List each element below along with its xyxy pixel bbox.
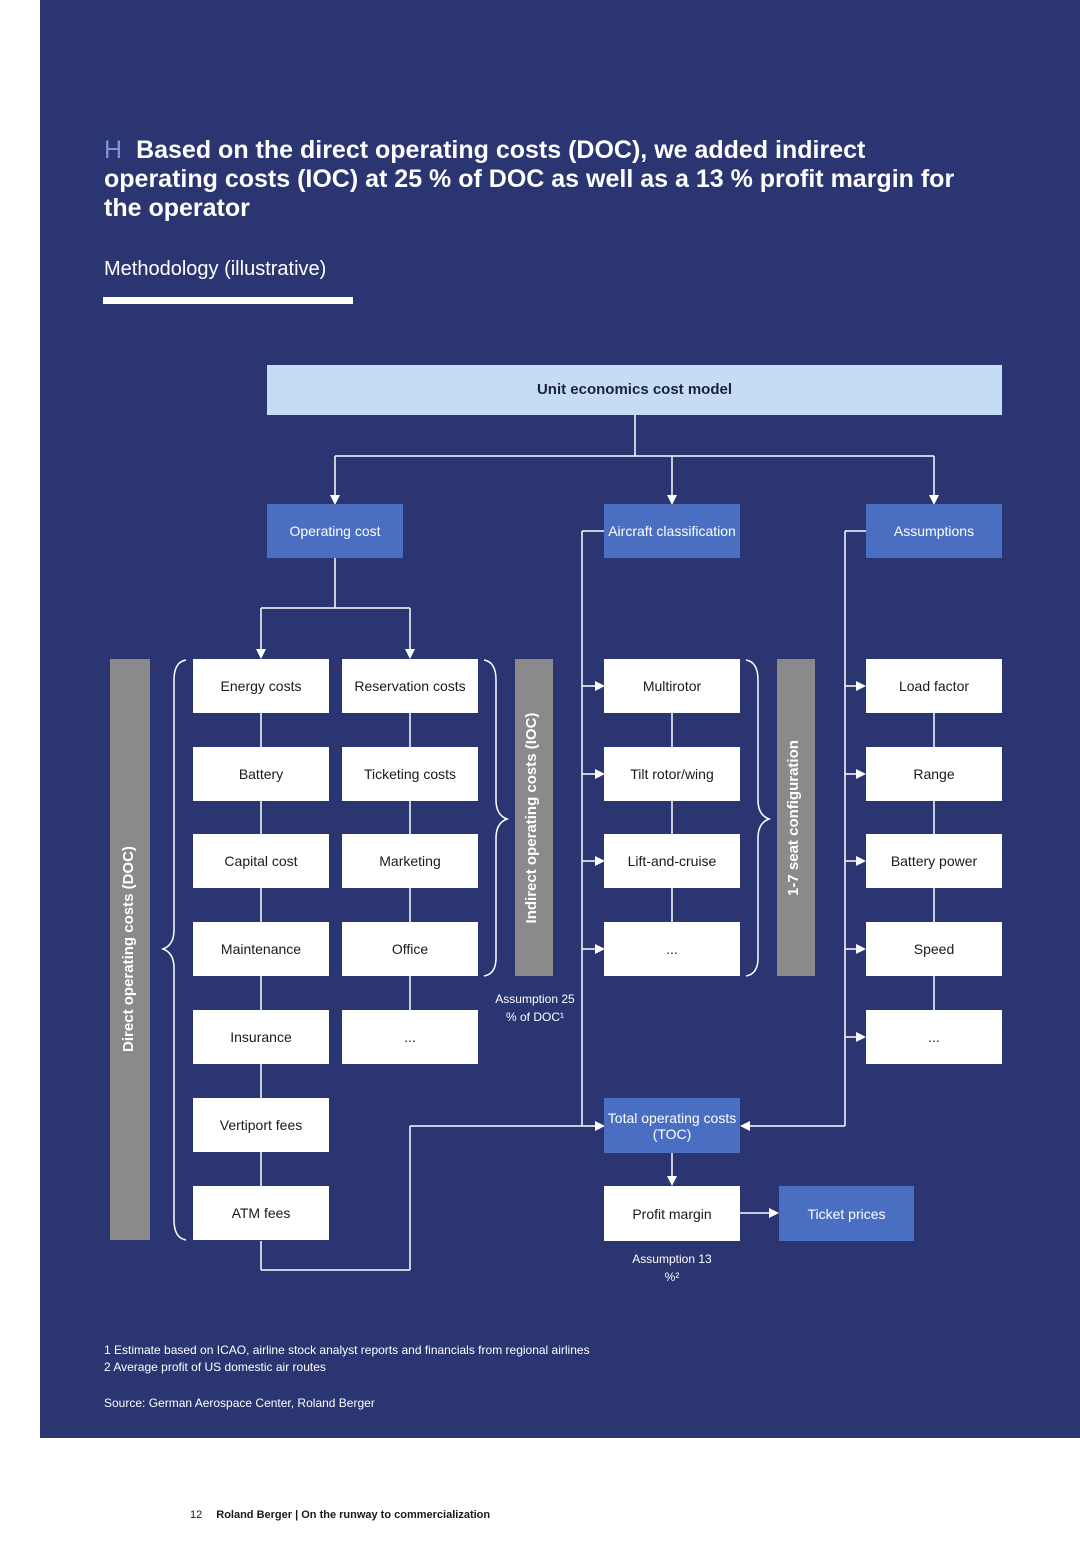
seat-config-label: 1-7 seat configuration bbox=[785, 740, 802, 896]
profit-margin-node: Profit margin bbox=[604, 1186, 740, 1241]
ioc-item: Ticketing costs bbox=[342, 747, 478, 801]
assumptions-node: Assumptions bbox=[866, 504, 1002, 558]
footnote-1: 1 Estimate based on ICAO, airline stock … bbox=[104, 1343, 590, 1357]
footnote-2: 2 Average profit of US domestic air rout… bbox=[104, 1360, 326, 1374]
page-footer: 12 Roland Berger | On the runway to comme… bbox=[190, 1509, 490, 1521]
doc-label: Direct operating costs (DOC) bbox=[120, 846, 137, 1052]
assumption-item: Range bbox=[866, 747, 1002, 801]
assumption-item: Load factor bbox=[866, 659, 1002, 713]
doc-item: Energy costs bbox=[193, 659, 329, 713]
aircraft-item: Multirotor bbox=[604, 659, 740, 713]
assumption-item: ... bbox=[866, 1010, 1002, 1064]
ioc-bar bbox=[515, 659, 553, 976]
root-node: Unit economics cost model bbox=[267, 365, 1002, 415]
title-text: Based on the direct operating costs (DOC… bbox=[104, 136, 955, 222]
doc-item: Maintenance bbox=[193, 922, 329, 976]
footer-text: Roland Berger | On the runway to commerc… bbox=[216, 1509, 491, 1521]
figure-letter: H bbox=[104, 136, 123, 164]
aircraft-item: ... bbox=[604, 922, 740, 976]
ioc-assumption-note: Assumption 25 % of DOC¹ bbox=[495, 992, 575, 1024]
ioc-item: ... bbox=[342, 1010, 478, 1064]
doc-bar bbox=[110, 659, 150, 1240]
ticket-prices-node: Ticket prices bbox=[779, 1186, 914, 1241]
aircraft-classification-node: Aircraft classification bbox=[604, 504, 740, 558]
doc-item: Insurance bbox=[193, 1010, 329, 1064]
doc-item: ATM fees bbox=[193, 1186, 329, 1240]
ioc-label: Indirect operating costs (IOC) bbox=[523, 712, 540, 924]
slide-subtitle: Methodology (illustrative) bbox=[104, 258, 327, 280]
assumption-item: Speed bbox=[866, 922, 1002, 976]
ioc-item: Reservation costs bbox=[342, 659, 478, 713]
ioc-item: Office bbox=[342, 922, 478, 976]
profit-assumption-note: Assumption 13 %² bbox=[632, 1252, 712, 1284]
source-note: Source: German Aerospace Center, Roland … bbox=[104, 1396, 375, 1410]
doc-item: Capital cost bbox=[193, 834, 329, 888]
assumption-item: Battery power bbox=[866, 834, 1002, 888]
operating-cost-node: Operating cost bbox=[267, 504, 403, 558]
aircraft-item: Tilt rotor/wing bbox=[604, 747, 740, 801]
ioc-item: Marketing bbox=[342, 834, 478, 888]
subtitle-underline bbox=[103, 297, 353, 304]
doc-item: Vertiport fees bbox=[193, 1098, 329, 1152]
doc-item: Battery bbox=[193, 747, 329, 801]
seat-config-bar bbox=[777, 659, 815, 976]
aircraft-item: Lift-and-cruise bbox=[604, 834, 740, 888]
page-number: 12 bbox=[190, 1509, 203, 1521]
toc-node: Total operating costs (TOC) bbox=[604, 1098, 740, 1153]
